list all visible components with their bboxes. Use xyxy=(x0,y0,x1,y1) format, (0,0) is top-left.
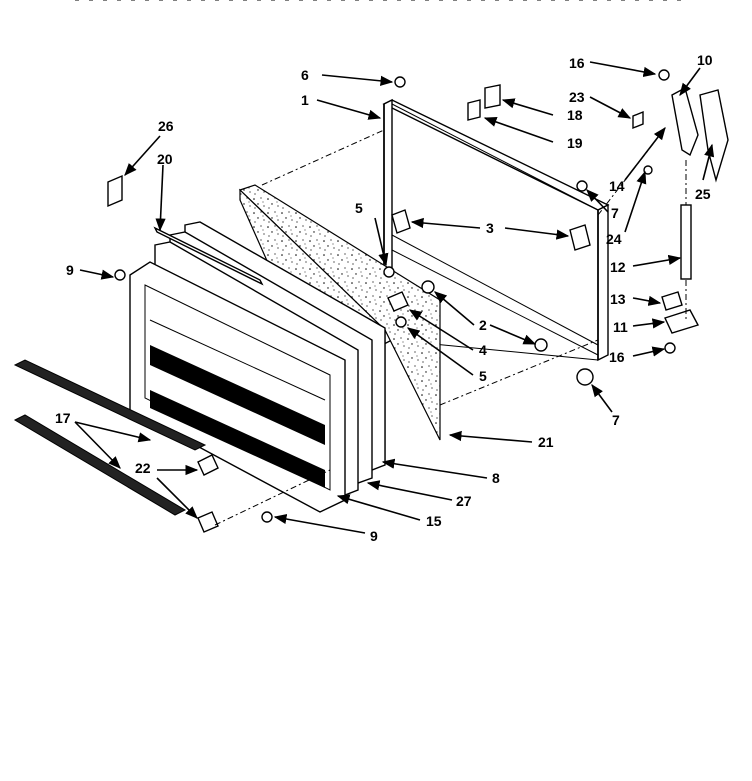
callout-10: 10 xyxy=(697,52,713,68)
callout-3: 3 xyxy=(486,220,494,236)
callout-5-bottom: 5 xyxy=(479,368,487,384)
screw-5-bottom xyxy=(395,316,407,328)
screw-9-bottom xyxy=(261,511,273,523)
small-parts xyxy=(107,69,729,523)
liner-shelves xyxy=(149,319,326,488)
callout-17: 17 xyxy=(55,410,71,426)
grommet-7-bottom xyxy=(576,368,594,386)
rail-end-caps xyxy=(197,454,219,533)
callout-5-top: 5 xyxy=(355,200,363,216)
callout-20: 20 xyxy=(157,151,173,167)
leader-lines xyxy=(74,61,715,534)
grommet-7-top xyxy=(576,180,588,192)
hinge-11 xyxy=(664,309,700,334)
shim-13 xyxy=(661,291,683,311)
hinge-pin-12 xyxy=(680,204,692,280)
cap-23 xyxy=(632,110,644,130)
callout-25: 25 xyxy=(695,186,711,202)
screw-16-bottom xyxy=(664,342,676,354)
bracket-3-left xyxy=(391,209,411,234)
callout-23: 23 xyxy=(569,89,585,105)
callout-7-bottom: 7 xyxy=(612,412,620,428)
callout-13: 13 xyxy=(610,291,626,307)
callout-16-top: 16 xyxy=(569,55,585,71)
screw-16-top xyxy=(658,69,670,81)
callout-24: 24 xyxy=(606,231,622,247)
callout-9-left: 9 xyxy=(66,262,74,278)
hinge-10 xyxy=(671,86,699,157)
callout-7-top: 7 xyxy=(611,205,619,221)
cover-25 xyxy=(699,89,729,183)
callout-11: 11 xyxy=(613,319,628,335)
callout-21: 21 xyxy=(538,434,554,450)
callout-27: 27 xyxy=(456,493,472,509)
callout-9-bottom: 9 xyxy=(370,528,378,544)
callout-18: 18 xyxy=(567,107,583,123)
callout-26: 26 xyxy=(158,118,174,134)
callout-labels: 6 1 18 19 16 10 23 14 7 24 25 12 13 11 1… xyxy=(55,52,713,544)
callout-15: 15 xyxy=(426,513,442,529)
spacer-4 xyxy=(387,291,409,312)
callout-22: 22 xyxy=(135,460,151,476)
label-19 xyxy=(467,99,481,121)
label-18 xyxy=(484,84,501,109)
bracket-3-right xyxy=(569,224,591,251)
callout-2: 2 xyxy=(479,317,487,333)
foot-2-left xyxy=(421,280,435,294)
callout-1: 1 xyxy=(301,92,309,108)
door-rails xyxy=(13,359,207,516)
callout-12: 12 xyxy=(610,259,626,275)
screw-9-left xyxy=(114,269,126,281)
callout-16-bottom: 16 xyxy=(609,349,625,365)
callout-6: 6 xyxy=(301,67,309,83)
foot-2-right xyxy=(534,338,548,352)
callout-4: 4 xyxy=(479,342,487,358)
bracket-26 xyxy=(107,174,123,208)
screw-6 xyxy=(394,76,406,88)
callout-14: 14 xyxy=(609,178,625,194)
callout-19: 19 xyxy=(567,135,583,151)
callout-8: 8 xyxy=(492,470,500,486)
screw-5-top xyxy=(383,266,395,278)
